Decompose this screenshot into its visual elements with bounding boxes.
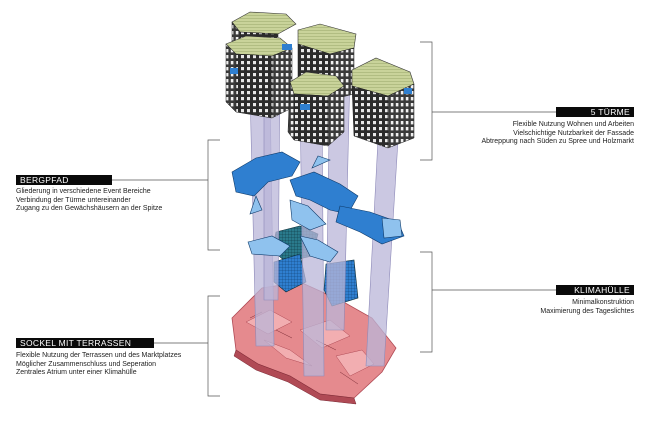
tower-glass-accent [230,68,238,74]
towers-title: 5 TÜRME [556,107,634,117]
sockel-line-1: Flexible Nutzung der Terrassen und des M… [16,352,182,359]
towers-line-3: Abtreppung nach Süden zu Spree und Holzm… [481,138,634,146]
klimahuelle-title: KLIMAHÜLLE [556,285,634,295]
klimahuelle-bracket [420,251,556,353]
tower-4 [287,71,345,147]
bergpfad-line-1: Gliederung in verschiedene Event Bereich… [16,188,151,195]
towers-bracket [420,41,556,161]
tower-glass-accent [282,44,292,50]
towers-line-2: Vielschichtige Nutzbarkeit der Fassade [513,129,634,137]
bergpfad-line-2: Verbindung der Türme untereinander [16,196,131,204]
tower-2 [225,35,293,119]
five-towers [225,11,415,149]
bergpfad-title: BERGPFAD [16,175,112,185]
bergpfad-line-3: Zugang zu den Gewächshäusern an der Spit… [16,205,163,213]
towers-line-1: Flexible Nutzung Wohnen und Arbeiten [512,121,634,128]
sockel-title: SOCKEL MIT TERRASSEN [16,338,154,348]
sockel-line-3: Zentrales Atrium unter einer Klimahülle [16,369,137,377]
klimahuelle-line-2: Maximierung des Tageslichtes [540,307,634,315]
towers-description: Flexible Nutzung Wohnen und Arbeiten Vie… [481,121,634,147]
mountain-path [231,151,405,263]
klimahuelle-description: Minimalkonstruktion Maximierung des Tage… [540,299,634,316]
sockel-description: Flexible Nutzung der Terrassen und des M… [16,352,181,378]
bergpfad-description: Gliederung in verschiedene Event Bereich… [16,188,162,214]
tower-5 [351,57,415,149]
klimahuelle-line-1: Minimalkonstruktion [572,299,634,306]
sockel-line-2: Möglicher Zusammenschluss und Seperation [16,360,157,368]
